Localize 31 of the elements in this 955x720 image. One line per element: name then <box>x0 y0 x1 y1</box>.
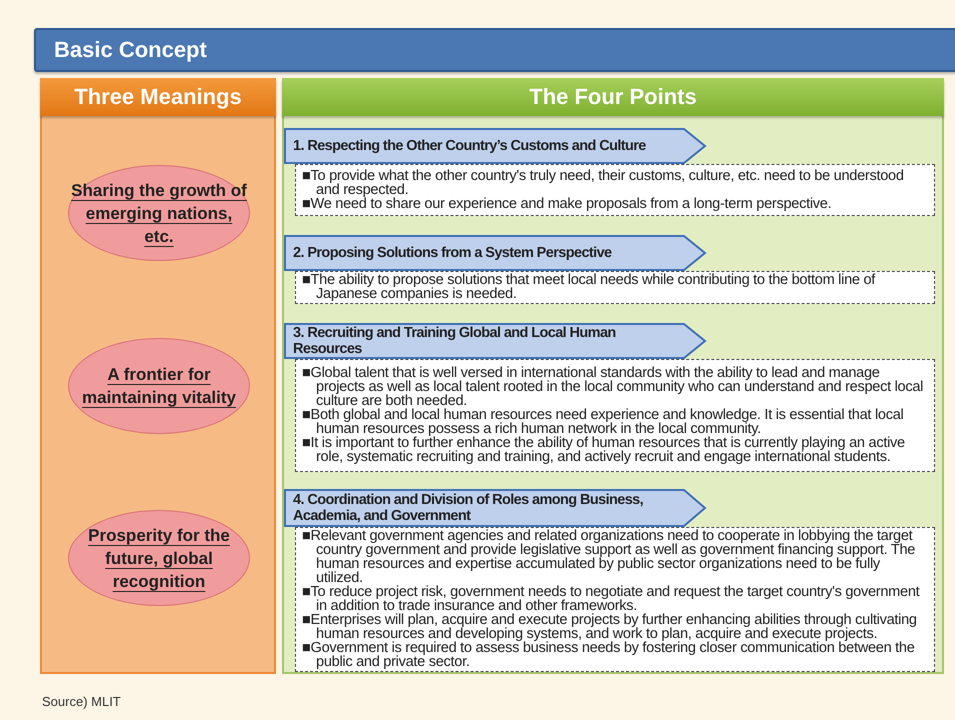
bullet-text: ■To reduce project risk, government needs to negotiate and request the target country's government in addition to trade insurance and other frameworks. <box>302 585 920 613</box>
bullet-text: ■Global talent that is well versed in international standards with the ability to lead and manage projects as well as local talent rooted in the local community who can understand and respect local culture are both needed. <box>302 366 924 408</box>
column-panel <box>40 78 276 674</box>
bullet-text: ■Both global and local human resources need experience and knowledge. It is essential that local human resources possess a rich human network in the local community. <box>302 408 904 436</box>
title-banner: Basic Concept <box>34 28 955 72</box>
dashed-text-box <box>295 164 935 216</box>
bullet-text: ■Enterprises will plan, acquire and execute projects by further enhancing abilities through cultivating human resources and developing systems, and work to plan, acquire and execute projects. <box>302 613 918 641</box>
meaning-text: A frontier for maintaining vitality <box>81 364 237 409</box>
point-heading-tab <box>284 489 706 527</box>
column-heading: The Four Points <box>282 78 944 116</box>
meaning-text: Prosperity for the future, global recognition <box>87 524 231 592</box>
bullet-text: ■The ability to propose solutions that meet local needs while contributing to the bottom line of Japanese companies is needed. <box>302 273 876 301</box>
column-panel <box>282 78 944 674</box>
dashed-text-box <box>295 359 935 472</box>
point-heading-tab <box>284 235 706 271</box>
source-note: Source) MLIT <box>42 694 121 709</box>
point-heading: 1. Respecting the Other Country’s Customs and Culture <box>293 138 646 154</box>
point-heading: 2. Proposing Solutions from a System Perspective <box>293 245 612 261</box>
bullet-text: ■It is important to further enhance the ability of human resources that is currently playing an active role, systematic recruiting and training, and actively recruit and engage international students. <box>302 436 906 464</box>
meaning-text: Sharing the growth of emerging nations, etc. <box>70 180 248 248</box>
bullet-text: ■Government is required to assess business needs by fostering closer communication between the public and private sector. <box>302 641 916 669</box>
dashed-text-box <box>295 271 935 304</box>
point-heading-tab <box>284 128 706 164</box>
point-heading: 3. Recruiting and Training Global and Local Human Resources <box>293 325 617 357</box>
point-heading: 4. Coordination and Division of Roles among Business, Academia, and Government <box>293 492 644 524</box>
bullet-text: ■To provide what the other country's truly need, their customs, culture, etc. need to be understood and respected. <box>302 169 905 197</box>
bullet-text: ■Relevant government agencies and related organizations need to cooperate in lobbying the target country government and provide legislative support as well as government financing support. The human resources and expertise accumulated by public sector organizations need to be fully utilized. <box>302 529 916 585</box>
point-heading-tab <box>284 323 706 359</box>
column-heading: Three Meanings <box>40 78 276 116</box>
dashed-text-box <box>295 527 935 672</box>
bullet-text: ■We need to share our experience and make proposals from a long-term perspective. <box>302 197 832 211</box>
